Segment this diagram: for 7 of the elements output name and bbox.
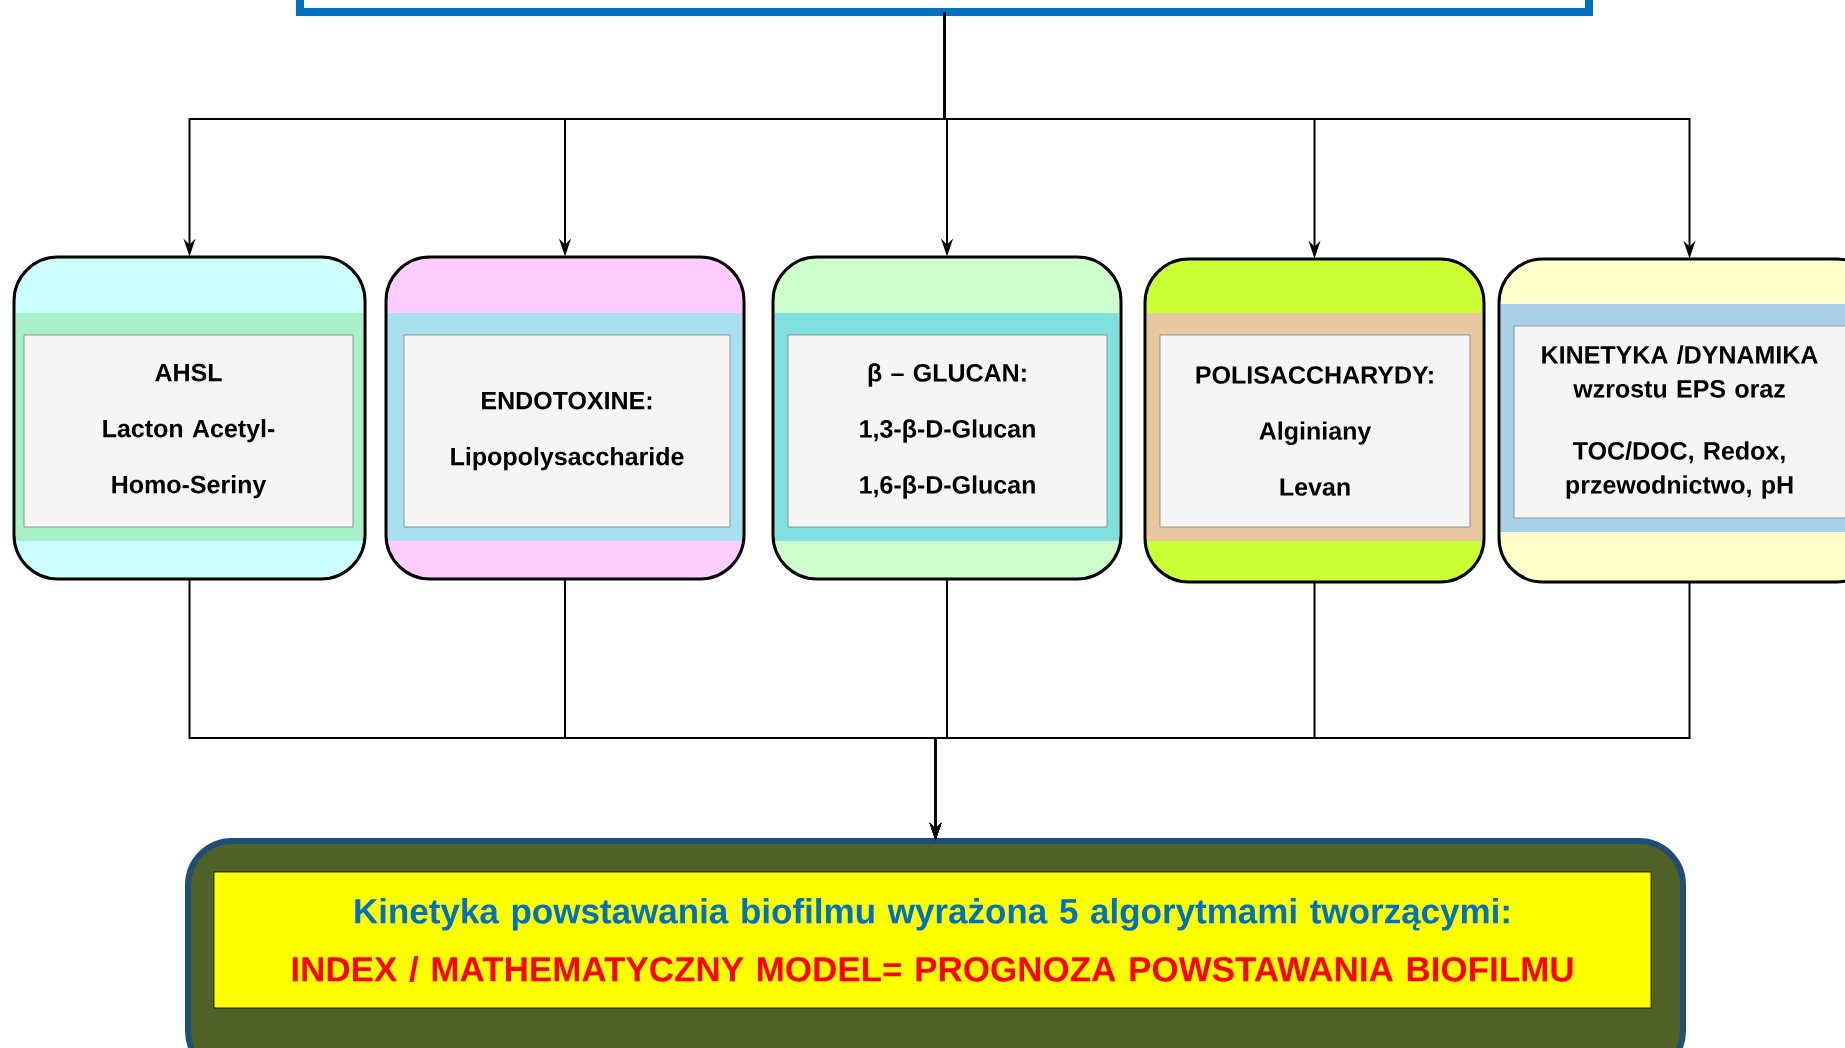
process-box: POLISACCHARYDY: Alginiany Levan (1143, 257, 1486, 584)
top-box (296, 0, 1593, 16)
process-box: ENDOTOXINE: Lipopolysaccharide (384, 255, 746, 581)
result-box: Kinetyka powstawania biofilmu wyrażona 5 algorytmami tworzącymi: INDEX / MATHEMATYCZNY MODEL= PROGNOZA POWSTAWANIA BIOFILMU (185, 838, 1686, 1048)
process-box: AHSL Lacton Acetyl-Homo-Seriny (12, 255, 367, 581)
process-box: β – GLUCAN: 1,3-β-D-Glucan 1,6-β-D-Glucan (771, 255, 1123, 581)
process-box: KINETYKA /DYNAMIKA wzrostu EPS oraz TOC/DOC, Redox, przewodnictwo, pH (1497, 257, 1845, 584)
